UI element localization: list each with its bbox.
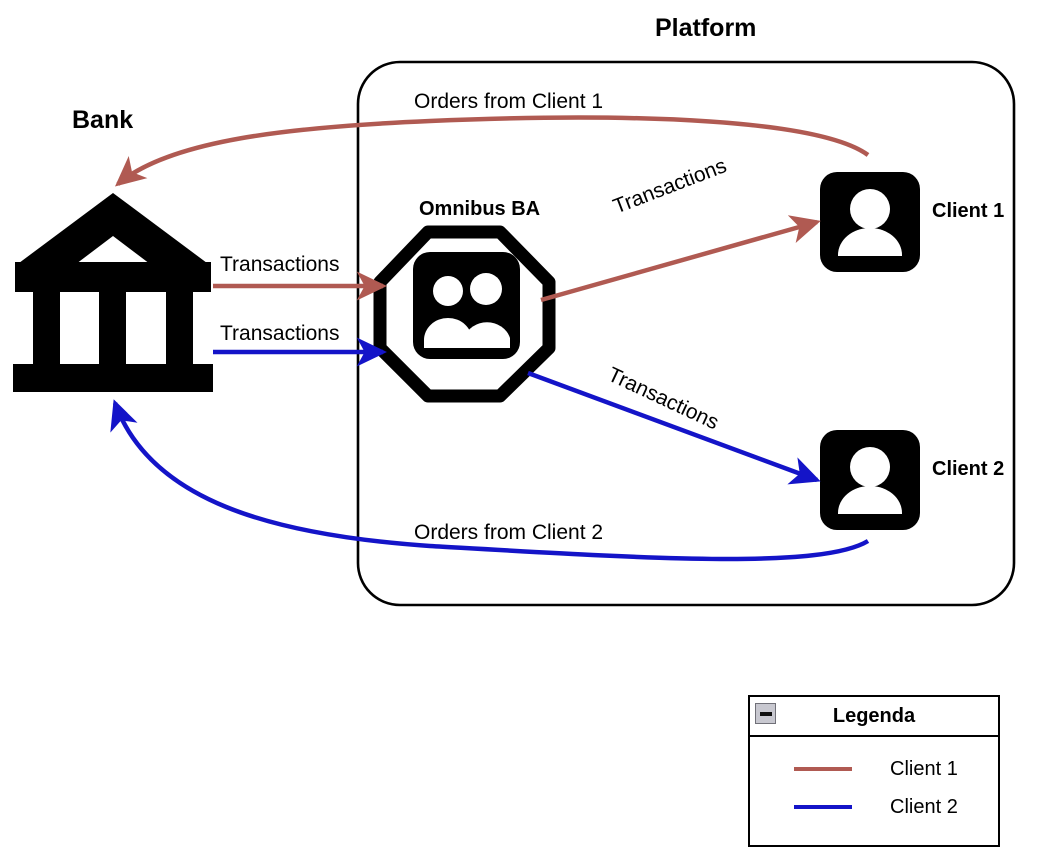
legend-title: Legenda <box>832 704 916 727</box>
bank-label: Bank <box>72 106 134 134</box>
client2-node <box>820 430 920 530</box>
legend-panel: Legenda Client 1 Client 2 <box>748 695 1000 847</box>
legend-item-client-2[interactable]: Client 2 <box>750 788 998 826</box>
omnibus-node <box>373 225 556 403</box>
legend-item-client-1[interactable]: Client 1 <box>750 750 998 788</box>
omnibus-ba-label: Omnibus BA <box>419 198 541 220</box>
legend-swatch-client-2 <box>794 805 852 809</box>
group-people-icon <box>424 273 510 348</box>
edge-orders-from-client-2 <box>110 399 870 562</box>
octagon-shape <box>373 225 556 403</box>
edge-label-transactions-bank-omnibus-blue: Transactions <box>220 322 340 345</box>
platform-boundary <box>356 60 1016 607</box>
edge-transactions-omnibus-client1 <box>540 215 821 303</box>
legend-label-client-1: Client 1 <box>890 757 958 780</box>
edge-label-orders-from-client-1: Orders from Client 1 <box>414 90 604 113</box>
legend-header: Legenda <box>750 697 998 737</box>
bank-icon <box>13 193 213 392</box>
minus-bar <box>759 711 772 716</box>
edge-label-transactions-bank-omnibus-red: Transactions <box>220 253 340 276</box>
edge-orders-from-client-1 <box>114 115 870 187</box>
legend-swatch-client-1 <box>794 767 852 771</box>
legend-body: Client 1 Client 2 <box>750 737 998 826</box>
person-icon-client1 <box>838 189 902 256</box>
minus-icon[interactable] <box>755 703 776 724</box>
legend-label-client-2: Client 2 <box>890 795 958 818</box>
edge-label-orders-from-client-2: Orders from Client 2 <box>414 521 604 544</box>
platform-title: Platform <box>655 14 757 42</box>
person-icon-client2 <box>838 447 902 514</box>
client1-label: Client 1 <box>932 200 1005 222</box>
edge-transactions-omnibus-client2 <box>527 370 821 485</box>
client1-node <box>820 172 920 272</box>
client2-label: Client 2 <box>932 458 1005 480</box>
